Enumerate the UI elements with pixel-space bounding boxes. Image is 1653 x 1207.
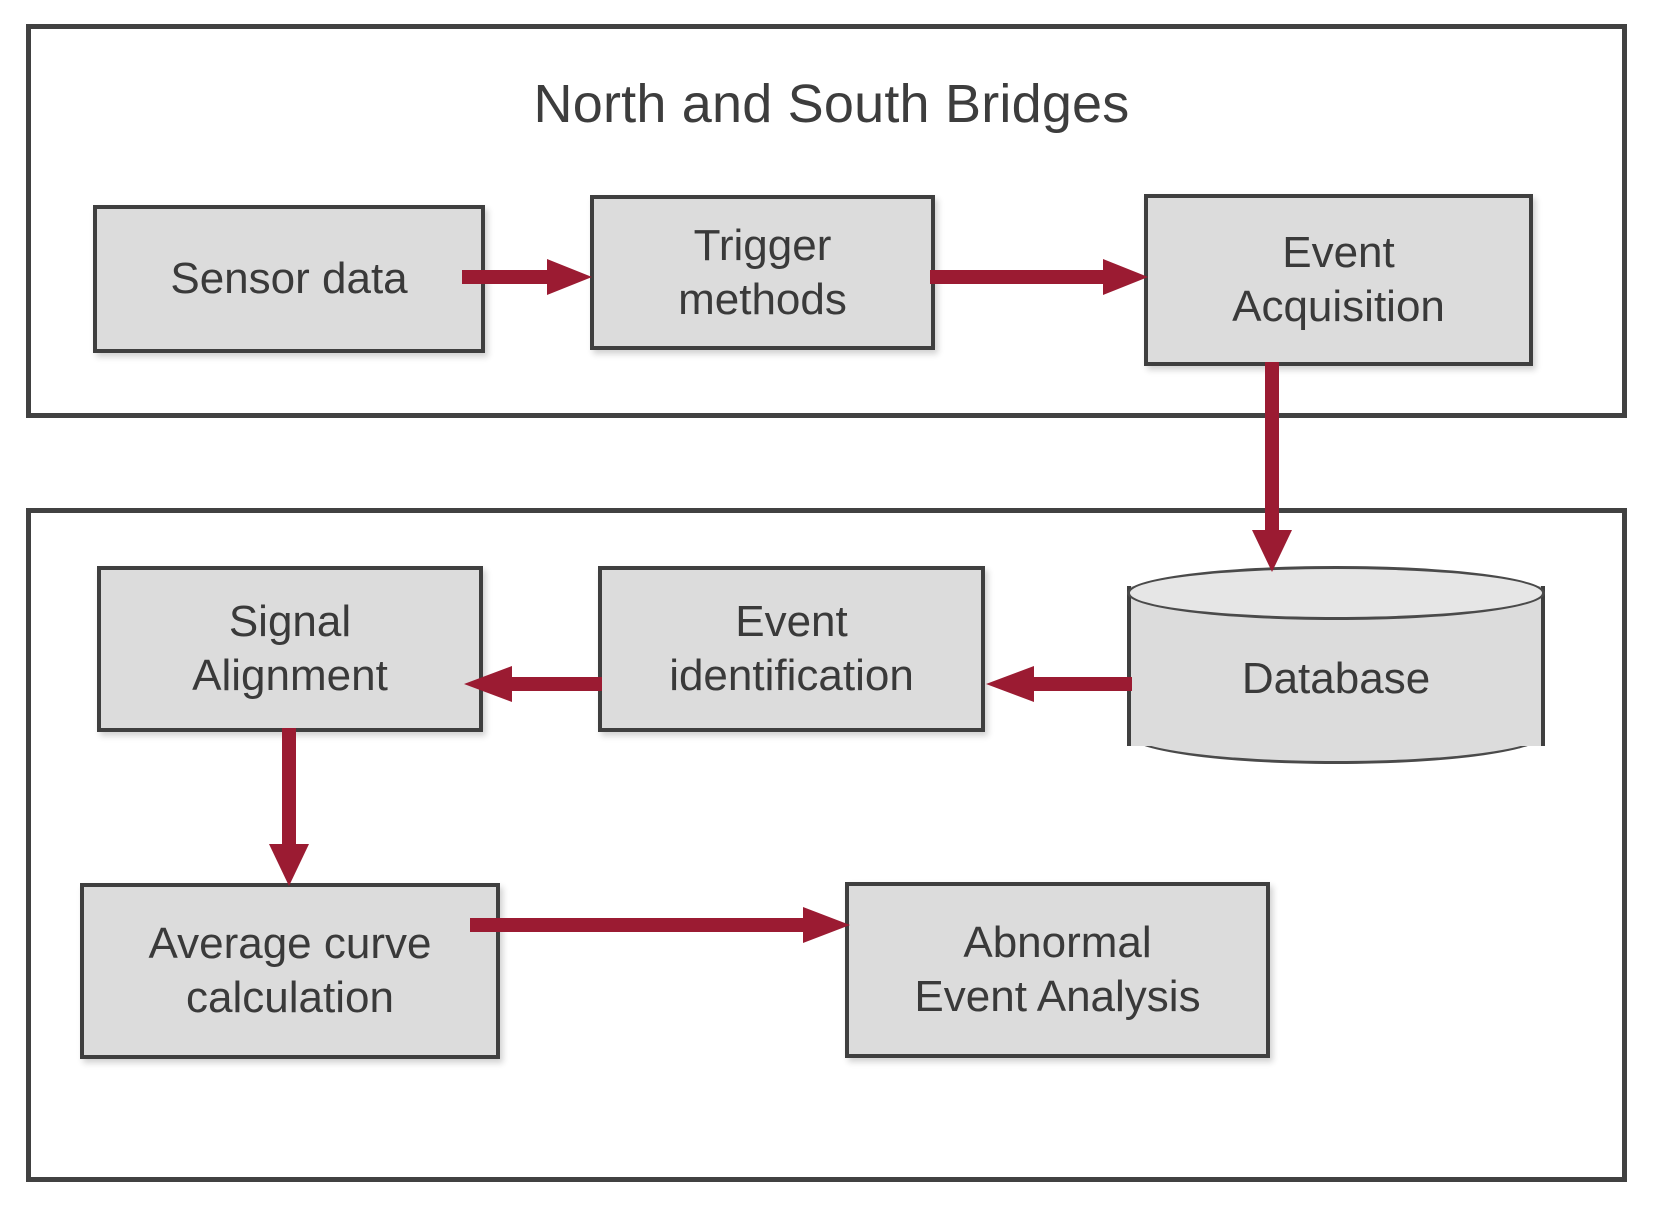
node-average-curve-calculation[interactable]: Average curve calculation <box>80 883 500 1059</box>
node-average-curve-label-line-2: calculation <box>186 973 394 1022</box>
node-average-curve-label-line-1: Average curve <box>148 919 432 969</box>
node-sensor-data-label-line-1: Sensor data <box>170 254 408 304</box>
node-event-identification[interactable]: Event identification <box>598 566 985 732</box>
node-database-label: Database <box>1241 654 1431 703</box>
arrow-event-acquisition-to-database <box>1248 362 1296 574</box>
node-signal-alignment-label-line-2: Alignment <box>192 651 388 700</box>
node-signal-alignment[interactable]: Signal Alignment <box>97 566 483 732</box>
node-sensor-data[interactable]: Sensor data <box>93 205 485 353</box>
database-cylinder-top <box>1127 566 1545 620</box>
arrow-database-to-event-identification <box>982 662 1132 706</box>
node-trigger-methods-label-line-1: Trigger <box>693 220 832 270</box>
node-signal-alignment-label-line-1: Signal <box>228 597 352 647</box>
node-trigger-methods[interactable]: Trigger methods <box>590 195 935 350</box>
arrow-trigger-methods-to-event-acquisition <box>930 255 1150 299</box>
node-abnormal-event-analysis-label-line-2: Event Analysis <box>914 972 1201 1021</box>
node-abnormal-event-analysis[interactable]: Abnormal Event Analysis <box>845 882 1270 1058</box>
node-event-acquisition[interactable]: Event Acquisition <box>1144 194 1533 366</box>
node-event-acquisition-label-line-2: Acquisition <box>1232 282 1445 331</box>
arrow-event-identification-to-signal-alignment <box>460 662 602 706</box>
node-database[interactable]: Database <box>1127 566 1545 768</box>
node-trigger-methods-label-line-2: methods <box>678 274 847 324</box>
group-title-north-south-bridges: North and South Bridges <box>533 74 1130 134</box>
node-abnormal-event-analysis-label-line-1: Abnormal <box>963 918 1152 968</box>
arrow-signal-alignment-to-average-curve <box>265 728 313 888</box>
arrow-average-curve-to-abnormal-event-analysis <box>470 903 852 947</box>
node-event-identification-label-line-1: Event <box>735 597 848 647</box>
group-frame-north-south-bridges: North and South Bridges <box>26 24 1627 418</box>
node-event-identification-label-line-2: identification <box>669 651 914 700</box>
arrow-sensor-data-to-trigger-methods <box>462 255 594 299</box>
group-frame-processing <box>26 508 1627 1182</box>
node-event-acquisition-label-line-1: Event <box>1282 228 1395 278</box>
